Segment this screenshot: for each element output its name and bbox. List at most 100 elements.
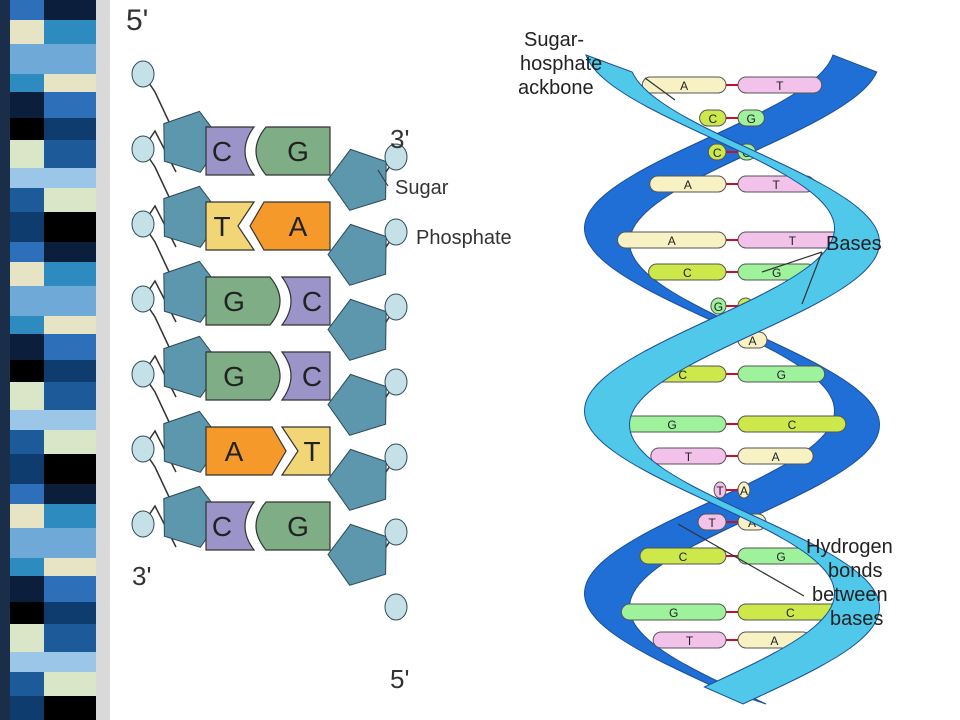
stripe-shadow — [96, 0, 110, 720]
stripe-cell — [44, 672, 96, 696]
stripe-cell — [44, 188, 96, 212]
stripe-cell — [44, 212, 96, 242]
phosphate-circle — [131, 285, 155, 313]
phosphate-circle — [384, 293, 408, 321]
helix-base-letter: C — [708, 112, 717, 126]
stripe-cell — [44, 652, 96, 672]
front-ribbon — [583, 54, 881, 705]
helix-base-letter: C — [788, 418, 797, 432]
base-T — [205, 201, 256, 251]
base-A — [205, 426, 287, 476]
base-letter: G — [223, 286, 245, 317]
helix-base-letter: G — [776, 550, 785, 564]
stripe-cell — [44, 168, 96, 188]
base-C — [205, 501, 256, 551]
stripe-cell — [44, 0, 96, 20]
stripe-cell — [10, 44, 44, 74]
phosphate-circle — [384, 368, 408, 396]
stripe-cell — [44, 140, 96, 168]
helix-base-letter: G — [747, 112, 756, 126]
base-letter: A — [225, 436, 244, 467]
phosphate-circle — [384, 593, 408, 621]
stripe-cell — [10, 430, 44, 454]
stripe-cell — [10, 484, 44, 504]
backbone-label-line2: hosphate — [520, 53, 602, 75]
sugar-pentagon — [327, 523, 387, 586]
ladder-end-bottom-left: 3' — [132, 561, 151, 591]
helix-base-letter: G — [669, 606, 678, 620]
sugar-pointer — [377, 169, 389, 187]
helix-base-letter: G — [777, 368, 786, 382]
stripe-cell — [44, 316, 96, 334]
helix-base-letter: T — [776, 79, 784, 93]
stripe-cell — [44, 360, 96, 382]
base-T — [280, 426, 331, 476]
stripe-cell — [44, 92, 96, 118]
ladder-end-top-right: 3' — [390, 124, 409, 154]
stripe-cell — [10, 212, 44, 242]
stripe-cell — [10, 382, 44, 410]
stripe-cell — [44, 576, 96, 602]
double-helix-diagram: ATCGCGATATCGGCTACGGCTATATACGGCTA Sugar- … — [518, 29, 893, 705]
helix-base-letter: T — [708, 516, 716, 530]
stripe-cell — [10, 696, 44, 720]
stripe-cell — [10, 558, 44, 576]
base-letter: C — [212, 511, 232, 542]
helix-base-letter: G — [772, 266, 781, 280]
ladder-end-top-left: 5' — [126, 4, 148, 37]
helix-base-letter: A — [684, 178, 692, 192]
base-letter: T — [213, 211, 230, 242]
helix-base-letter: T — [772, 178, 780, 192]
helix-base-letter: T — [686, 634, 694, 648]
sugar-pentagon — [327, 373, 387, 436]
stripe-cell — [10, 316, 44, 334]
phosphate-circle — [384, 443, 408, 471]
stripe-cell — [44, 430, 96, 454]
stripe-cell — [10, 74, 44, 92]
helix-base-letter: A — [740, 484, 748, 498]
stripe-cell — [10, 140, 44, 168]
stripe-cell — [44, 558, 96, 576]
phosphate-circle — [131, 135, 155, 163]
stripe-cell — [44, 262, 96, 286]
hbond-pointer — [677, 523, 805, 597]
stripe-cell — [10, 652, 44, 672]
backbone-label: Sugar- hosphate ackbone — [518, 29, 676, 101]
helix-base-letter: T — [685, 450, 693, 464]
base-G — [205, 276, 281, 326]
hbond-label-line2: bonds — [828, 560, 883, 582]
phosphate-circle — [384, 518, 408, 546]
stripe-cell — [44, 334, 96, 360]
helix-base-letter: C — [679, 550, 688, 564]
sugar-label: Sugar — [395, 177, 449, 199]
sugar-pentagon — [327, 298, 387, 361]
base-letter: G — [287, 511, 309, 542]
phosphate-circle — [131, 60, 155, 88]
hbond-label-line3: between — [812, 584, 888, 606]
stripe-cell — [10, 242, 44, 262]
phosphate-circle — [384, 143, 408, 171]
sugar-pentagon — [327, 448, 387, 511]
helix-base-letter: C — [678, 368, 687, 382]
helix-base-letter: C — [713, 146, 722, 160]
sugar-pentagon — [327, 148, 387, 211]
hbond-label-line1: Hydrogen — [806, 536, 893, 558]
helix-base-letter: C — [786, 606, 795, 620]
stripe-cell — [10, 454, 44, 484]
helix-base-letter: G — [667, 418, 676, 432]
helix-base-letter: A — [748, 334, 756, 348]
base-C — [280, 276, 331, 326]
stripe-cell — [10, 334, 44, 360]
base-letter: A — [289, 211, 308, 242]
stripe-cell — [44, 484, 96, 504]
stripe-cell — [10, 118, 44, 140]
decorative-stripe-bar — [0, 0, 110, 720]
stripe-cell — [10, 262, 44, 286]
helix-base-letter: G — [714, 300, 723, 314]
stripe-cell — [44, 410, 96, 430]
base-letter: T — [303, 436, 320, 467]
helix-base-letter: A — [668, 234, 676, 248]
bases-pointer-2 — [801, 251, 823, 305]
stripe-cell — [44, 44, 96, 74]
base-G — [205, 351, 281, 401]
